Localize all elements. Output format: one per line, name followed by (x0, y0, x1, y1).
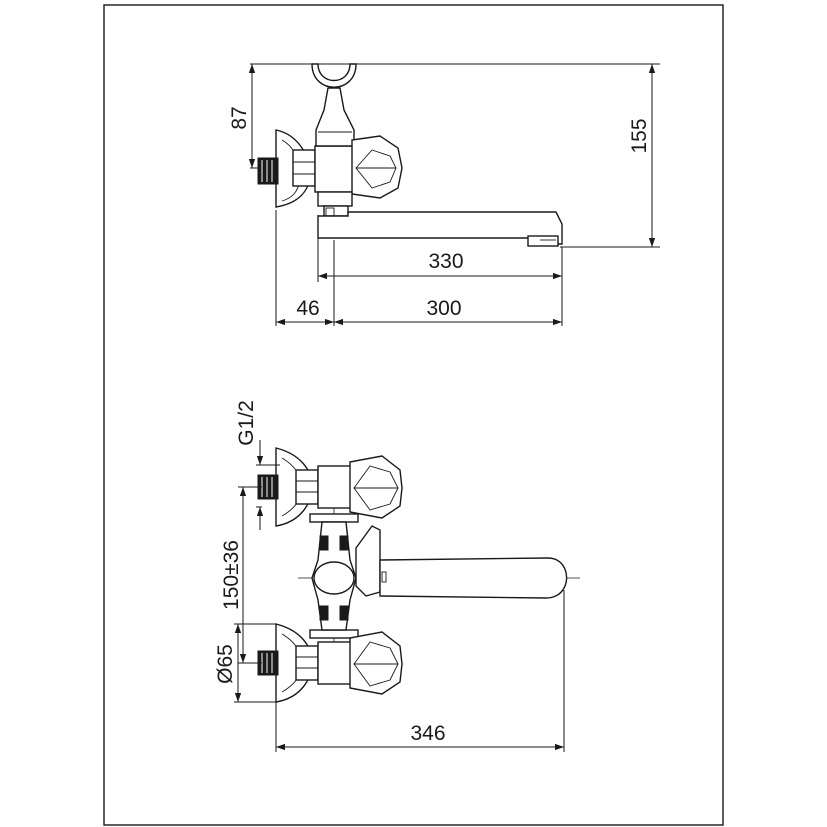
bottom-handle (349, 631, 403, 695)
dim-300: 300 (426, 297, 461, 320)
inlet-thread (257, 157, 279, 185)
valve-handle (351, 135, 403, 199)
front-view: G1/2 150±36 Ø65 346 (214, 400, 580, 752)
dim-d65: Ø65 (214, 644, 237, 684)
dim-center-distance: 150±36 (220, 540, 243, 610)
dim-155: 155 (628, 118, 651, 153)
valve-body (314, 145, 356, 193)
dim-330: 330 (428, 250, 463, 273)
dim-87: 87 (228, 106, 251, 129)
shower-holder (311, 63, 357, 88)
dim-346: 346 (410, 722, 445, 745)
drawing-frame (103, 4, 724, 826)
side-view: 87 155 330 46 300 (228, 63, 660, 326)
front-spout (379, 557, 568, 599)
diverter-lever (355, 525, 381, 597)
spout (317, 211, 563, 245)
dim-46: 46 (296, 297, 319, 320)
top-handle (349, 455, 403, 519)
dim-g12: G1/2 (235, 400, 258, 446)
